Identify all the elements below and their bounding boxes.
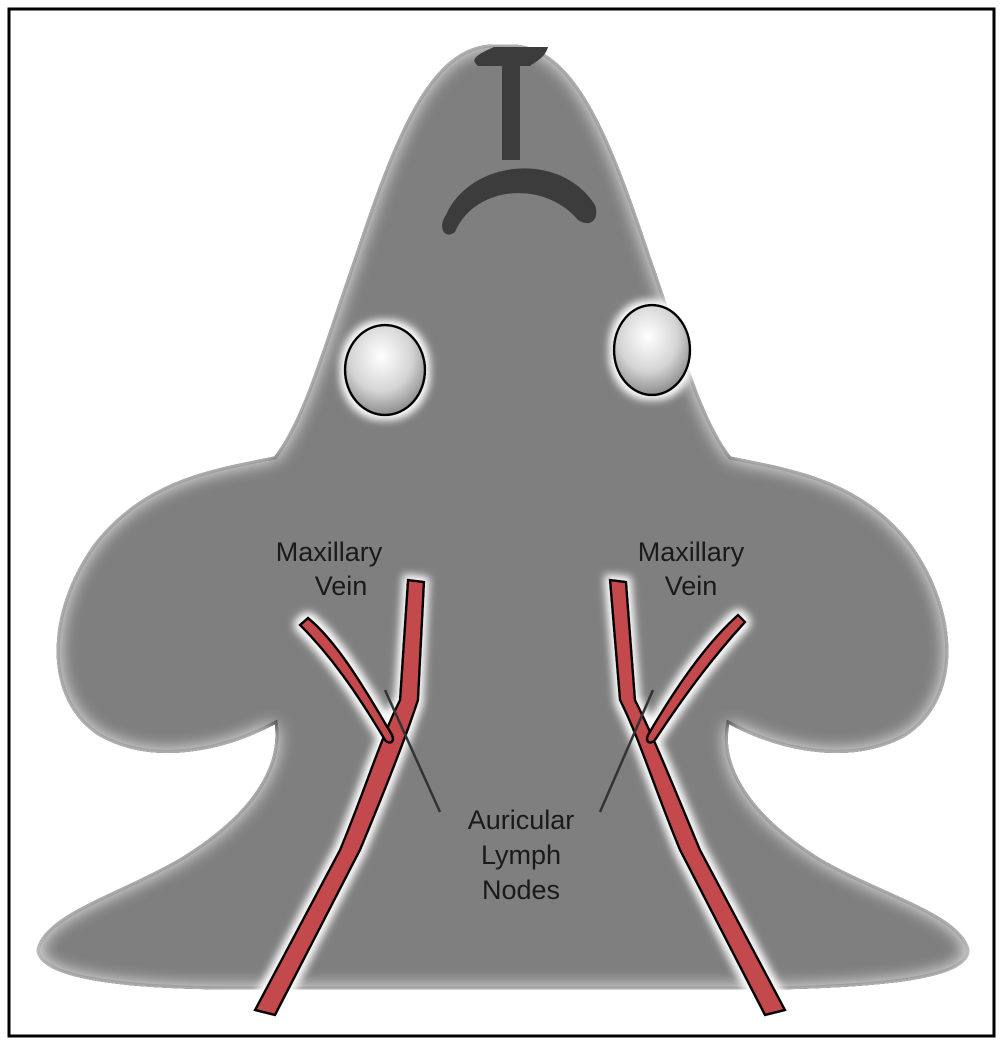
nodes-label-line1: Auricular: [468, 805, 575, 835]
right-vein-label-line1: Maxillary: [638, 537, 745, 567]
right-vein-label-line2: Vein: [665, 571, 718, 601]
philtrum: [502, 60, 520, 160]
left-auricular-lymph-node: [345, 325, 425, 415]
right-auricular-lymph-node: [614, 305, 690, 395]
left-vein-label-line1: Maxillary: [276, 537, 383, 567]
nodes-label-line3: Nodes: [482, 875, 560, 905]
left-vein-label-line2: Vein: [315, 571, 368, 601]
nodes-label-line2: Lymph: [481, 840, 561, 870]
